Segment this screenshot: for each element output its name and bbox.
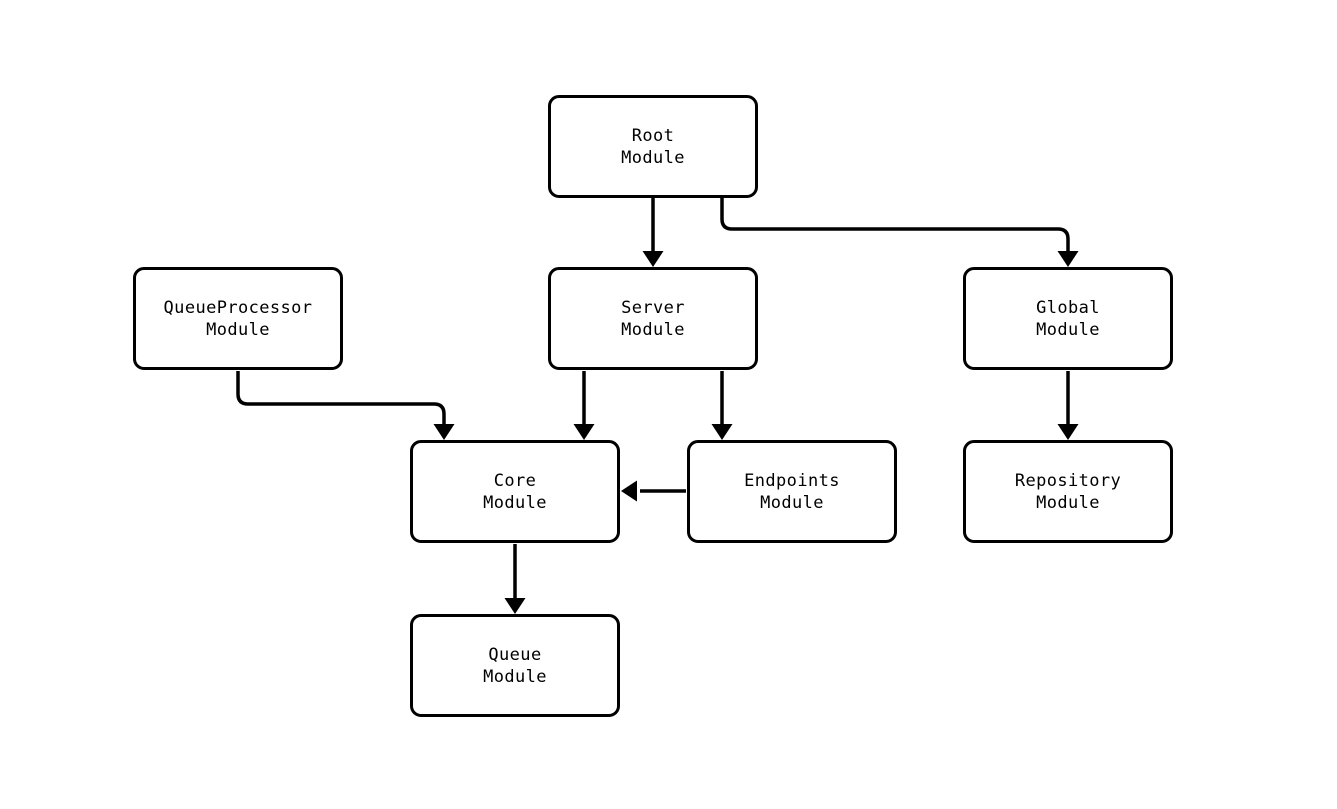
- node-root[interactable]: Root Module: [548, 95, 758, 198]
- node-repository-line2: Module: [1036, 492, 1100, 513]
- node-repository[interactable]: Repository Module: [963, 440, 1173, 543]
- arrowhead: [1057, 424, 1079, 440]
- node-queueprocessor[interactable]: QueueProcessor Module: [133, 267, 343, 370]
- edge-root-to-global: [720, 198, 1079, 267]
- node-core[interactable]: Core Module: [410, 440, 620, 543]
- edge-endpoints-to-core: [621, 480, 686, 502]
- node-server[interactable]: Server Module: [548, 267, 758, 370]
- node-root-line1: Root: [631, 125, 675, 146]
- arrowhead: [573, 424, 595, 440]
- node-global-line1: Global: [1036, 297, 1100, 318]
- arrowhead: [433, 424, 455, 440]
- node-global-line2: Module: [1036, 319, 1100, 340]
- node-queue-line2: Module: [483, 666, 547, 687]
- node-queueprocessor-line1: QueueProcessor: [163, 297, 313, 318]
- arrowhead: [621, 480, 637, 502]
- edge-root-to-server: [642, 198, 664, 267]
- node-server-line1: Server: [621, 297, 685, 318]
- edge-server-to-core: [573, 371, 595, 440]
- node-core-line1: Core: [493, 470, 537, 491]
- node-root-line2: Module: [621, 147, 685, 168]
- node-endpoints-line2: Module: [760, 492, 824, 513]
- arrowhead: [711, 424, 733, 440]
- node-queue[interactable]: Queue Module: [410, 614, 620, 717]
- node-endpoints-line1: Endpoints: [744, 470, 840, 491]
- edge-queueprocessor-to-core: [236, 371, 455, 440]
- edge-server-to-endpoints: [711, 371, 733, 440]
- node-server-line2: Module: [621, 319, 685, 340]
- node-queue-line1: Queue: [488, 644, 542, 665]
- edge-core-to-queue: [504, 544, 526, 614]
- node-core-line2: Module: [483, 492, 547, 513]
- arrowhead: [642, 251, 664, 267]
- node-repository-line1: Repository: [1014, 470, 1122, 491]
- arrowhead: [1057, 251, 1079, 267]
- node-global[interactable]: Global Module: [963, 267, 1173, 370]
- edge-global-to-repository: [1057, 371, 1079, 440]
- arrowhead: [504, 598, 526, 614]
- node-queueprocessor-line2: Module: [206, 319, 270, 340]
- node-endpoints[interactable]: Endpoints Module: [687, 440, 897, 543]
